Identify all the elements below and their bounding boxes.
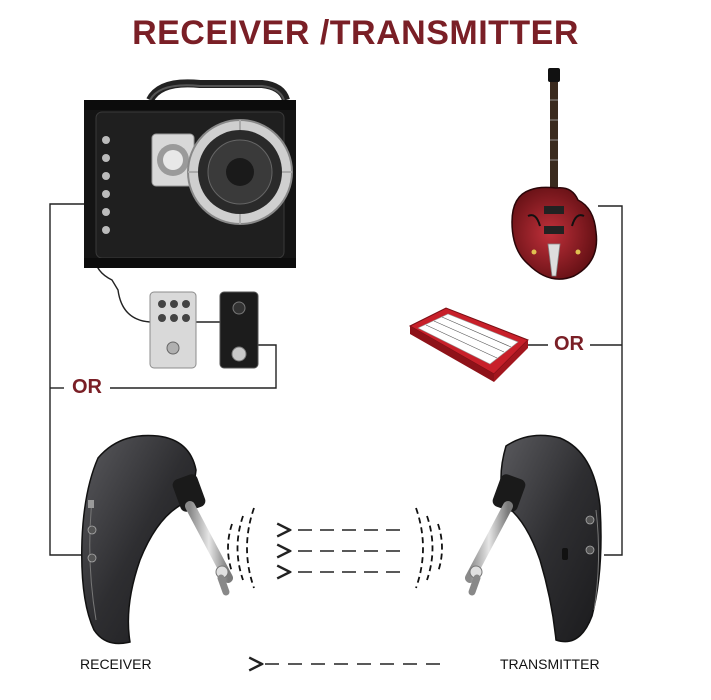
signal-arcs-right: [415, 507, 443, 589]
effect-pedal-black-icon: [219, 291, 259, 369]
signal-arrows-icon: [290, 530, 400, 572]
or-label-left: OR: [68, 376, 106, 399]
or-label-right: OR: [550, 333, 588, 356]
right-cable-lines: [528, 205, 623, 556]
transmitter-device-icon: [465, 434, 602, 643]
receiver-label: RECEIVER: [80, 656, 152, 672]
receiver-device-icon: [81, 434, 233, 645]
electric-guitar-icon: [511, 68, 598, 280]
transmitter-label: TRANSMITTER: [500, 656, 600, 672]
effect-pedal-silver-icon: [149, 291, 197, 369]
speaker-amp-icon: [84, 79, 296, 268]
signal-arcs-left: [227, 507, 255, 589]
page-title: RECEIVER /TRANSMITTER: [132, 14, 579, 52]
red-keyboard-icon: [408, 307, 529, 382]
